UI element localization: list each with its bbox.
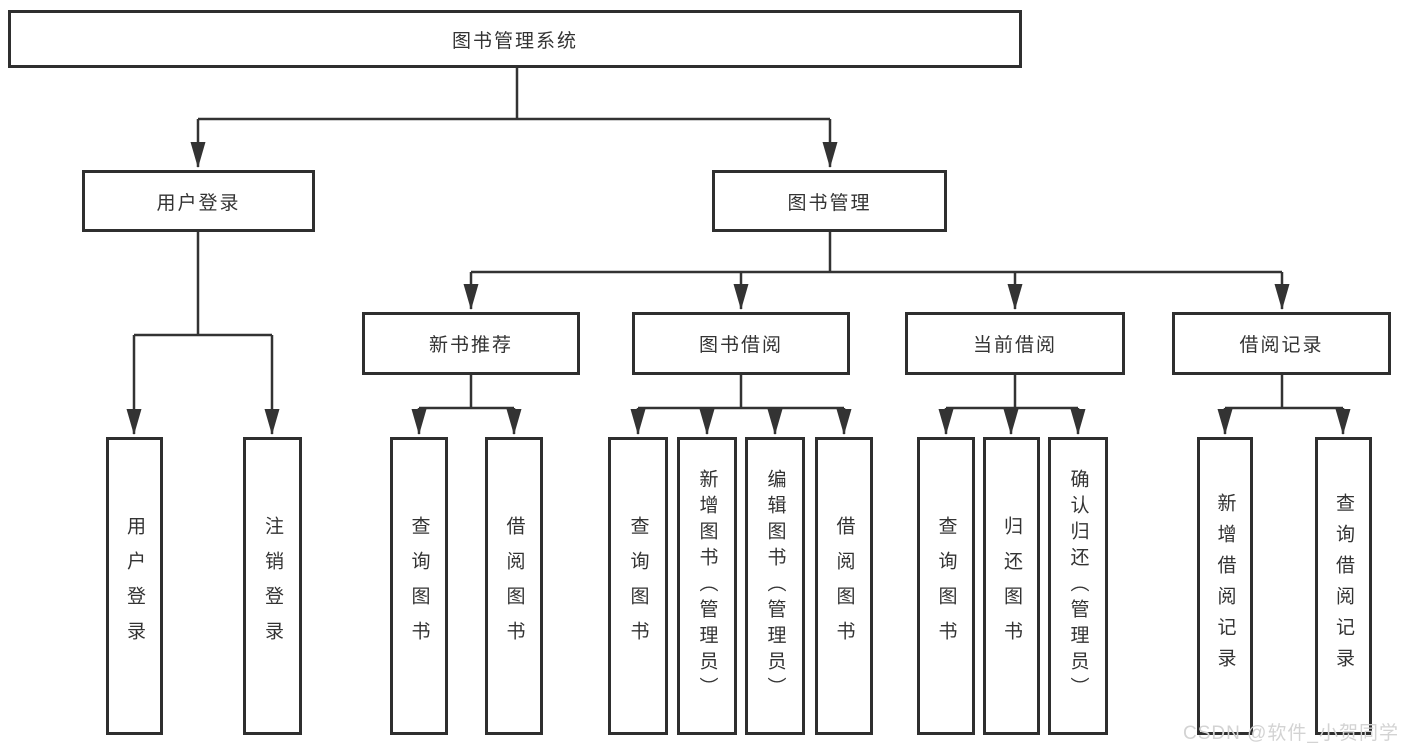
leaf-newbook-query-books-label: 查询图书	[408, 516, 430, 656]
node-new-book-recommend-label: 新书推荐	[428, 335, 513, 356]
node-borrow-record: 借阅记录	[1172, 312, 1391, 375]
connector-borrow-record-to-leaves	[1217, 375, 1351, 435]
leaf-borrow-query-books-label: 查询图书	[627, 516, 649, 656]
leaf-add-borrow-record-label: 新增借阅记录	[1214, 493, 1236, 679]
leaf-user-login-label: 用户登录	[124, 516, 145, 656]
leaf-borrow-borrow-books: 借阅图书	[815, 437, 873, 735]
leaf-user-login: 用户登录	[106, 437, 163, 735]
leaf-confirm-return-admin-label: 确认归还（管理员）	[1067, 469, 1089, 703]
leaf-borrow-borrow-books-label: 借阅图书	[833, 516, 855, 656]
connector-new-book-to-leaves	[411, 375, 522, 435]
node-user-login-label: 用户登录	[156, 192, 241, 214]
node-book-management-label: 图书管理	[787, 192, 872, 214]
connector-current-borrow-to-leaves	[938, 375, 1086, 435]
leaf-add-borrow-record: 新增借阅记录	[1197, 437, 1253, 735]
leaf-newbook-borrow-books: 借阅图书	[485, 437, 543, 735]
leaf-borrow-query-books: 查询图书	[608, 437, 668, 735]
node-borrow-record-label: 借阅记录	[1239, 335, 1324, 356]
node-user-login: 用户登录	[82, 170, 315, 232]
node-root: 图书管理系统	[8, 10, 1022, 68]
leaf-current-query-books: 查询图书	[917, 437, 975, 735]
node-current-borrow-label: 当前借阅	[972, 335, 1057, 356]
leaf-query-borrow-record: 查询借阅记录	[1315, 437, 1372, 735]
node-book-borrow: 图书借阅	[632, 312, 850, 375]
leaf-newbook-query-books: 查询图书	[390, 437, 448, 735]
csdn-watermark: CSDN @软件_小贺同学	[1183, 723, 1399, 744]
leaf-logout-label: 注销登录	[262, 516, 283, 656]
node-book-borrow-label: 图书借阅	[698, 335, 783, 356]
leaf-add-books-admin-label: 新增图书（管理员）	[696, 469, 718, 703]
leaf-add-books-admin: 新增图书（管理员）	[677, 437, 737, 735]
leaf-current-query-books-label: 查询图书	[935, 516, 957, 656]
connector-book-management-to-level3	[463, 232, 1290, 310]
node-current-borrow: 当前借阅	[905, 312, 1125, 375]
node-root-label: 图书管理系统	[451, 30, 578, 52]
node-new-book-recommend: 新书推荐	[362, 312, 580, 375]
leaf-return-books: 归还图书	[983, 437, 1040, 735]
leaf-edit-books-admin: 编辑图书（管理员）	[745, 437, 805, 735]
connector-root-to-level2	[190, 68, 838, 168]
leaf-return-books-label: 归还图书	[1001, 516, 1022, 656]
node-book-management: 图书管理	[712, 170, 947, 232]
connector-user-login-to-leaves	[126, 232, 280, 435]
leaf-query-borrow-record-label: 查询借阅记录	[1333, 493, 1354, 679]
leaf-confirm-return-admin: 确认归还（管理员）	[1048, 437, 1108, 735]
leaf-newbook-borrow-books-label: 借阅图书	[503, 516, 525, 656]
leaf-logout: 注销登录	[243, 437, 302, 735]
leaf-edit-books-admin-label: 编辑图书（管理员）	[764, 469, 786, 703]
connector-book-borrow-to-leaves	[630, 375, 852, 435]
